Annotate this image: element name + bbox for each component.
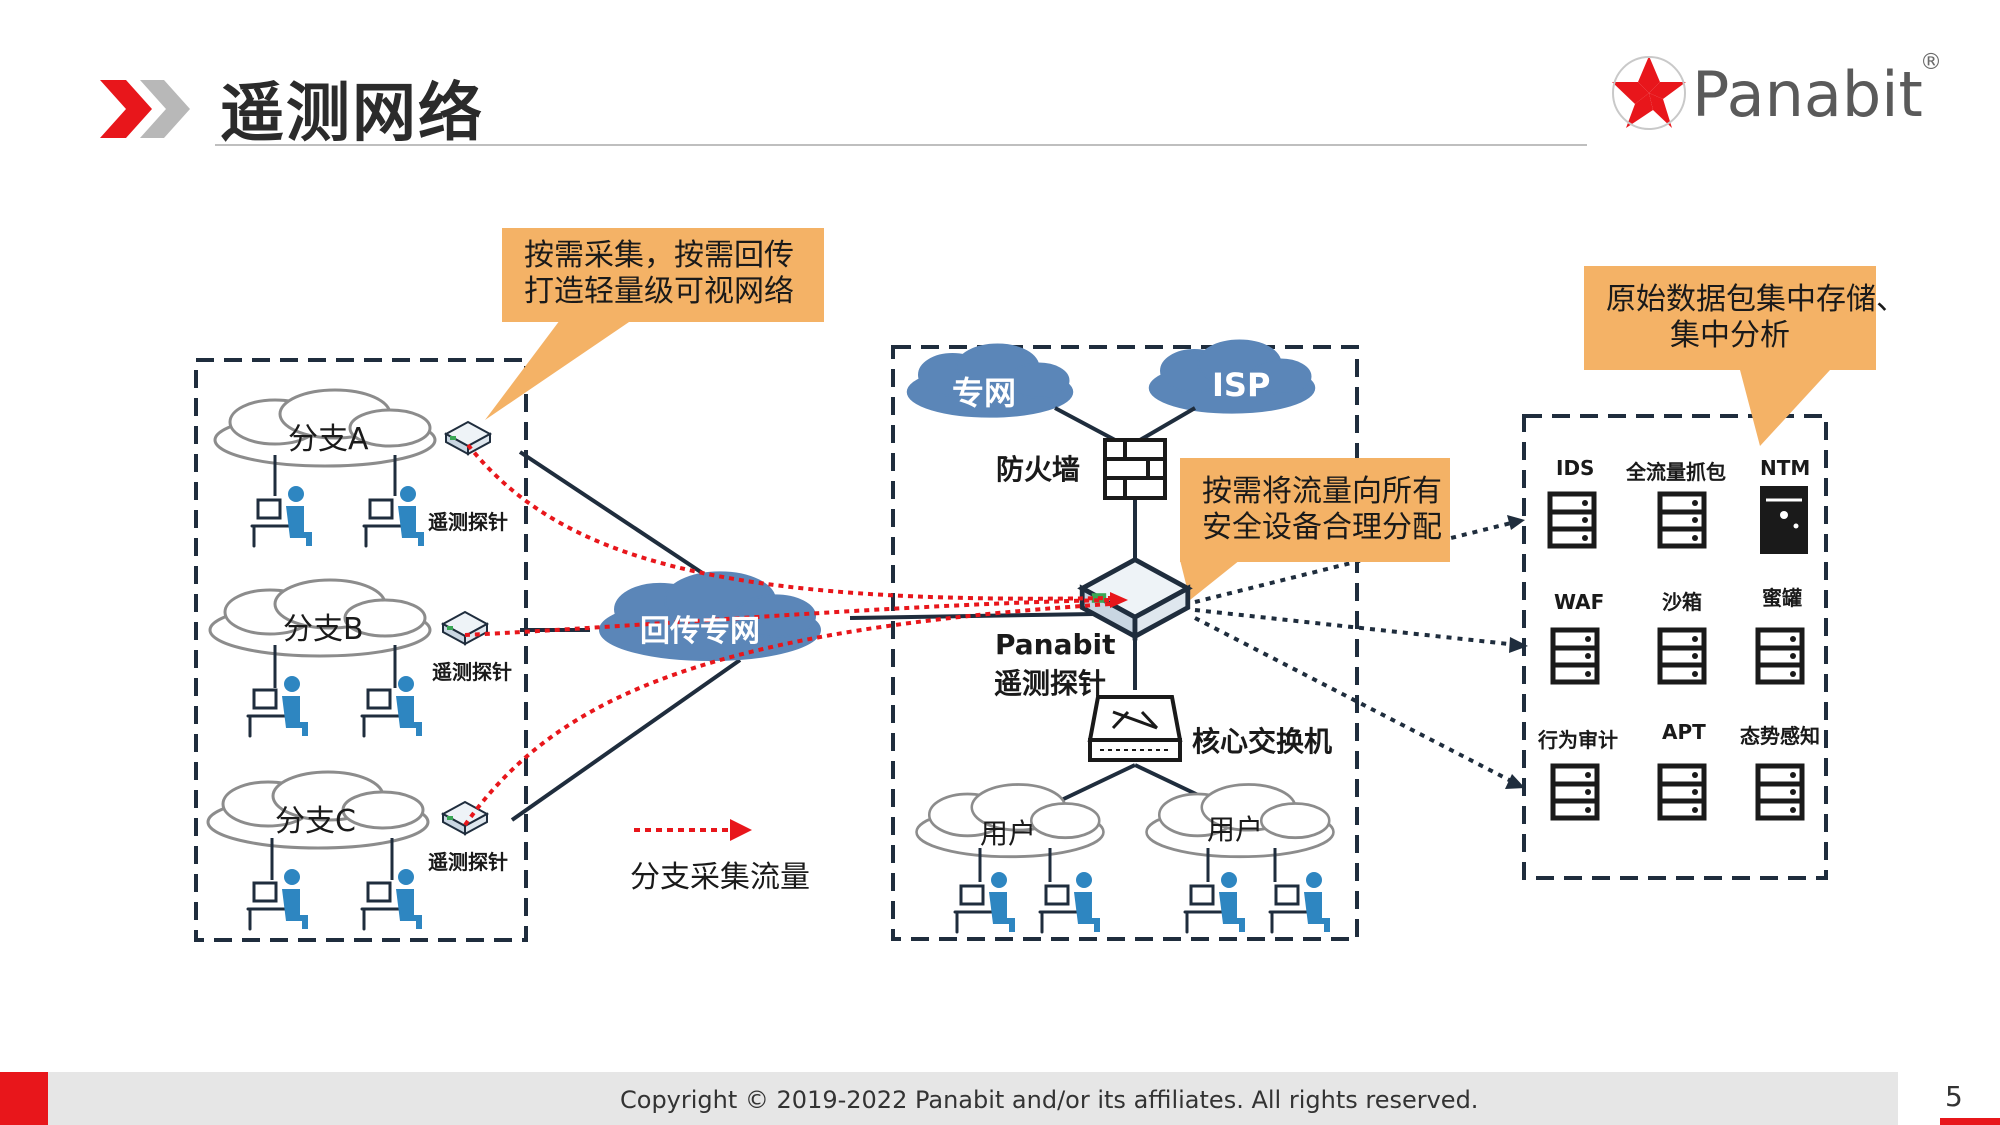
core-switch-label: 核心交换机 [1192, 725, 1333, 758]
backhaul-label: 回传专网 [640, 614, 760, 649]
ntm-label: NTM [1760, 456, 1811, 480]
flow-arrowhead-icon [1110, 592, 1128, 608]
user-icon [1268, 870, 1332, 934]
branch-a-label: 分支A [288, 422, 369, 457]
honeypot-label: 蜜罐 [1762, 586, 1802, 610]
sandbox-server-icon [1660, 630, 1704, 682]
legend-arrowhead-icon [730, 819, 752, 841]
situational-awareness-server-icon [1758, 766, 1802, 818]
core-switch-icon [1087, 695, 1183, 762]
branch-frame [194, 358, 528, 942]
branch-b-probe-label: 遥测探针 [432, 660, 512, 684]
branch-c-probe-label: 遥测探针 [428, 850, 508, 874]
ids-server-icon [1550, 494, 1594, 546]
footer-bar [0, 1072, 1898, 1125]
callout-top-left: 按需采集，按需回传 打造轻量级可视网络 [502, 228, 824, 322]
branch-c-label: 分支C [275, 804, 356, 839]
user-icon [953, 870, 1017, 934]
firewall-label: 防火墙 [996, 453, 1081, 486]
waf-label: WAF [1554, 590, 1605, 614]
user-icon [360, 674, 424, 738]
chevron-icon [100, 80, 190, 138]
full-capture-server-icon [1660, 494, 1704, 546]
audit-server-icon [1553, 766, 1597, 818]
sandbox-label: 沙箱 [1662, 590, 1702, 614]
callout-tail-right [1740, 370, 1830, 446]
apt-label: APT [1662, 720, 1706, 744]
header-divider [215, 144, 1587, 146]
situational-awareness-label: 态势感知 [1740, 724, 1820, 748]
user-icon [246, 674, 310, 738]
page-number: 5 [1945, 1080, 1963, 1113]
honeypot-server-icon [1758, 630, 1802, 682]
hq-probe-label-line2: 遥测探针 [994, 667, 1107, 700]
waf-server-icon [1553, 630, 1597, 682]
callout-right: 原始数据包集中存储、 集中分析 [1584, 266, 1906, 370]
user-icon [1183, 870, 1247, 934]
hq-user-drops [978, 848, 1277, 882]
legend-label: 分支采集流量 [630, 860, 810, 895]
distribution-arrows [1194, 520, 1519, 785]
firewall-icon [1103, 438, 1167, 500]
hq-user-label-right: 用户 [1207, 813, 1264, 846]
arrowhead-icon [1509, 637, 1528, 653]
footer-accent-left [0, 1072, 48, 1125]
audit-label: 行为审计 [1538, 728, 1618, 752]
isp-label: ISP [1212, 366, 1271, 404]
copyright-text: Copyright © 2019-2022 Panabit and/or its… [620, 1086, 1479, 1114]
ntm-tower-server-icon [1760, 486, 1808, 554]
ids-label: IDS [1556, 456, 1595, 480]
hq-user-label-left: 用户 [980, 817, 1037, 850]
branch-a-probe-icon [445, 421, 491, 455]
footer-accent-right [1940, 1118, 2000, 1125]
callout-tail-center [1180, 560, 1240, 600]
branch-flow-lines [463, 443, 1113, 827]
callout-tail-top-left [485, 320, 632, 420]
branch-b-label: 分支B [283, 612, 364, 647]
full-capture-label: 全流量抓包 [1626, 460, 1726, 484]
apt-server-icon [1660, 766, 1704, 818]
hq-probe-label-line1: Panabit [995, 628, 1116, 661]
brand-registered-mark: ® [1920, 50, 1942, 75]
arrowhead-icon [1507, 515, 1525, 530]
callout-center: 按需将流量向所有 安全设备合理分配 [1180, 458, 1450, 562]
branch-drops [270, 455, 397, 880]
brand-name: Panabit [1692, 58, 1923, 131]
hq-frame [891, 345, 1359, 941]
panabit-logo-icon [1612, 56, 1686, 130]
page-title: 遥测网络 [220, 77, 484, 151]
private-net-label: 专网 [952, 374, 1017, 412]
user-icon [246, 867, 310, 931]
user-icon [250, 484, 314, 548]
branch-a-probe-label: 遥测探针 [428, 510, 508, 534]
branch-b-probe-icon [442, 611, 488, 645]
arrowhead-icon [1505, 774, 1525, 789]
